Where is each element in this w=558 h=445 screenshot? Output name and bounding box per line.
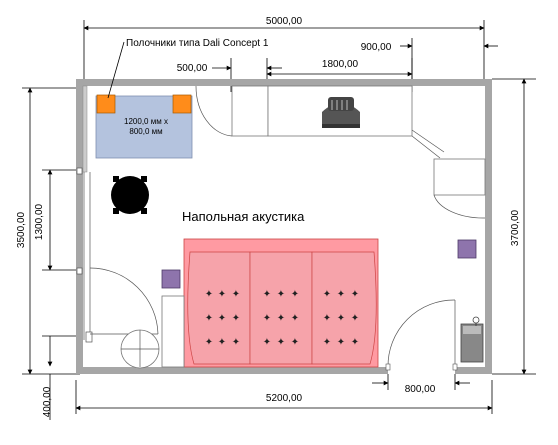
acoustics-label: Напольная акустика — [182, 209, 305, 224]
left-sliding-door[interactable] — [76, 167, 159, 343]
desk-size-line1: 1200,0 мм x — [124, 117, 168, 126]
svg-text:✦: ✦ — [263, 337, 271, 348]
nightstand — [161, 295, 185, 368]
round-stool — [120, 329, 160, 369]
dim-bottom-total: 5200,00 — [75, 380, 493, 414]
dim-top-total: 5000,00 — [83, 16, 485, 80]
dim-top-cabinet-label: 1800,00 — [322, 59, 359, 70]
svg-text:✦: ✦ — [351, 289, 359, 300]
sofa — [183, 238, 379, 368]
svg-text:✦: ✦ — [277, 289, 285, 300]
svg-text:✦: ✦ — [218, 337, 226, 348]
dim-left-height: 3500,00 — [16, 87, 80, 375]
dim-left-bottom: 400,00 — [42, 335, 80, 420]
shelves-label: Полочники типа Dali Concept 1 — [126, 38, 269, 49]
svg-text:✦: ✦ — [218, 289, 226, 300]
svg-text:✦: ✦ — [277, 313, 285, 324]
svg-text:✦: ✦ — [232, 289, 240, 300]
shelf-speaker-right — [172, 94, 192, 114]
shelf-speaker-left — [96, 94, 116, 114]
right-cabinet — [433, 158, 486, 219]
svg-text:✦: ✦ — [205, 289, 213, 300]
svg-text:✦: ✦ — [291, 289, 299, 300]
room-walls — [76, 79, 492, 374]
svg-text:✦: ✦ — [337, 337, 345, 348]
svg-text:✦: ✦ — [205, 313, 213, 324]
dim-bottom-door: 800,00 — [372, 374, 470, 395]
dim-bottom-total-label: 5200,00 — [266, 393, 303, 404]
dim-right-height-label: 3700,00 — [510, 209, 521, 246]
svg-text:✦: ✦ — [205, 337, 213, 348]
acoustic-speaker-left — [161, 269, 181, 289]
svg-text:✦: ✦ — [323, 289, 331, 300]
dim-right-height: 3700,00 — [492, 78, 536, 375]
dim-left-height-label: 3500,00 — [16, 211, 27, 248]
office-chair — [111, 176, 149, 214]
svg-text:✦: ✦ — [291, 337, 299, 348]
dim-left-inner-label: 1300,00 — [34, 203, 45, 240]
dim-top-small-label: 500,00 — [177, 63, 208, 74]
boiler-icon — [460, 316, 484, 363]
svg-text:✦: ✦ — [323, 337, 331, 348]
svg-text:✦: ✦ — [218, 313, 226, 324]
dim-left-inner: 1300,00 — [34, 169, 80, 271]
left-wall-shelf — [82, 85, 88, 173]
svg-text:✦: ✦ — [337, 313, 345, 324]
svg-text:✦: ✦ — [337, 289, 345, 300]
top-door[interactable] — [195, 85, 233, 137]
svg-text:✦: ✦ — [351, 337, 359, 348]
svg-text:✦: ✦ — [232, 337, 240, 348]
dim-top-small: 500,00 — [177, 58, 282, 92]
svg-text:✦: ✦ — [277, 337, 285, 348]
dim-top-total-label: 5000,00 — [266, 16, 303, 27]
dim-left-bottom-label: 400,00 — [42, 386, 53, 417]
sink-icon — [322, 97, 360, 128]
entry-door[interactable] — [385, 299, 458, 371]
svg-text:✦: ✦ — [291, 313, 299, 324]
svg-text:✦: ✦ — [263, 313, 271, 324]
acoustic-speaker-right — [457, 239, 477, 259]
svg-text:✦: ✦ — [263, 289, 271, 300]
dim-bottom-door-label: 800,00 — [405, 384, 436, 395]
svg-text:✦: ✦ — [351, 313, 359, 324]
sofa-tufting: ✦ ✦ ✦ ✦ ✦ ✦ ✦ ✦ ✦ ✦ ✦ ✦ ✦ ✦ ✦ ✦ ✦ ✦ ✦ ✦ ✦ ✦ ✦ ✦ ✦ ✦ ✦ — [205, 289, 359, 348]
svg-text:✦: ✦ — [232, 313, 240, 324]
svg-text:✦: ✦ — [323, 313, 331, 324]
dim-top-right-gap-label: 900,00 — [361, 42, 392, 53]
desk-size-line2: 800,0 мм — [129, 127, 162, 136]
